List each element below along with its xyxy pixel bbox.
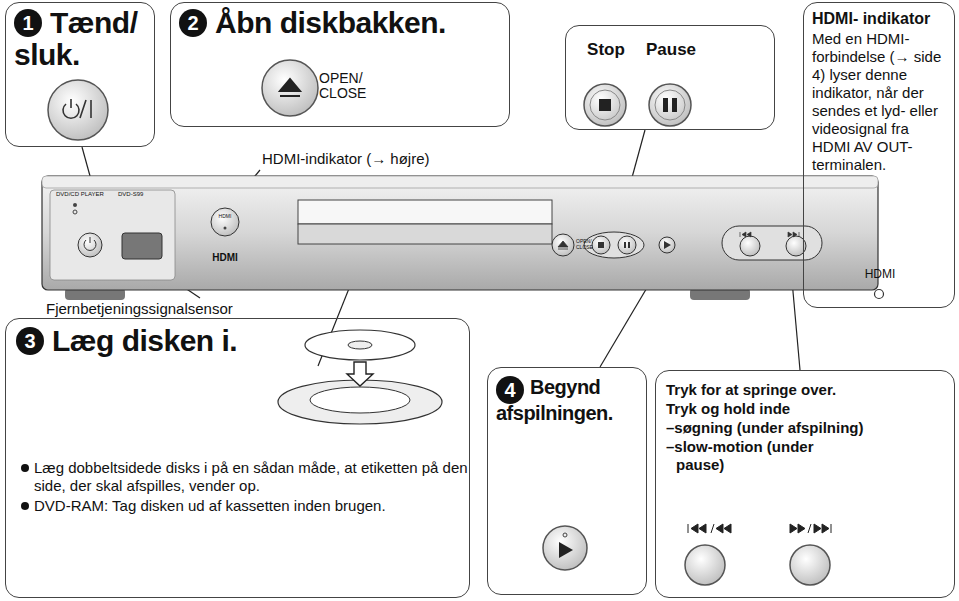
disc-tray bbox=[278, 330, 442, 424]
box-text: HDMI- indikator bbox=[812, 9, 948, 28]
hdmi-led bbox=[875, 290, 884, 299]
callout-box: Tryk for at springe over.Tryk og hold in… bbox=[655, 370, 955, 598]
skip-buttons bbox=[685, 524, 831, 585]
bullet bbox=[21, 502, 29, 510]
eject-button bbox=[262, 60, 318, 116]
label: HDMI bbox=[213, 214, 237, 220]
label: DVD-S99 bbox=[118, 191, 158, 198]
label: OPEN/ CLOSE bbox=[576, 239, 598, 250]
stop-pause-buttons bbox=[584, 84, 691, 126]
label: HDMI bbox=[207, 252, 243, 264]
play-button bbox=[543, 526, 587, 570]
callout-box: StopPause bbox=[565, 25, 775, 130]
dvd-player bbox=[42, 176, 878, 300]
label: Fjernbetjeningssignalsensor bbox=[46, 300, 276, 317]
power-button bbox=[48, 80, 108, 140]
box-text: Tryk og hold inde bbox=[666, 400, 948, 418]
box-text: Læg disken i. bbox=[16, 325, 276, 357]
callout-box: 1Tænd/ sluk. bbox=[5, 2, 155, 147]
box-text: Tænd/ sluk. bbox=[14, 7, 150, 70]
box-text: –søgning (under afspilning) bbox=[666, 419, 948, 437]
callout-number: 2 bbox=[179, 9, 207, 37]
callout-box: 4Begynd afspilningen. bbox=[487, 367, 647, 595]
callout-number: 3 bbox=[16, 327, 44, 355]
box-text: –slow-motion (under pause) bbox=[666, 438, 816, 474]
box-text: DVD-RAM: Tag disken ud af kassetten inde… bbox=[20, 497, 474, 515]
box-text: HDMI bbox=[812, 267, 948, 281]
label: HDMI-indikator (→ højre) bbox=[262, 150, 472, 167]
box-text: Med en HDMI- forbindelse (→ side 4) lyse… bbox=[812, 30, 950, 174]
bullet bbox=[21, 464, 29, 472]
box-text: Pause bbox=[638, 40, 704, 60]
label: DVD/CD PLAYER bbox=[56, 191, 116, 198]
callout-number: 1 bbox=[14, 9, 42, 37]
box-text: Tryk for at springe over. bbox=[666, 381, 948, 399]
callout-box: HDMI- indikatorMed en HDMI- forbindelse … bbox=[803, 2, 955, 308]
callout-number: 4 bbox=[496, 376, 524, 404]
callout-box: 2Åbn diskbakken. OPEN/ CLOSE bbox=[170, 2, 510, 127]
callout-box: 3Læg disken i.Læg dobbeltsidede disks i … bbox=[5, 318, 470, 598]
box-text: Stop bbox=[576, 40, 636, 60]
box-text: Læg dobbeltsidede disks i på en sådan må… bbox=[20, 459, 474, 495]
box-text: Begynd afspilningen. bbox=[496, 374, 642, 426]
box-text: Åbn diskbakken. bbox=[179, 7, 499, 39]
box-text: OPEN/ CLOSE bbox=[319, 71, 389, 102]
